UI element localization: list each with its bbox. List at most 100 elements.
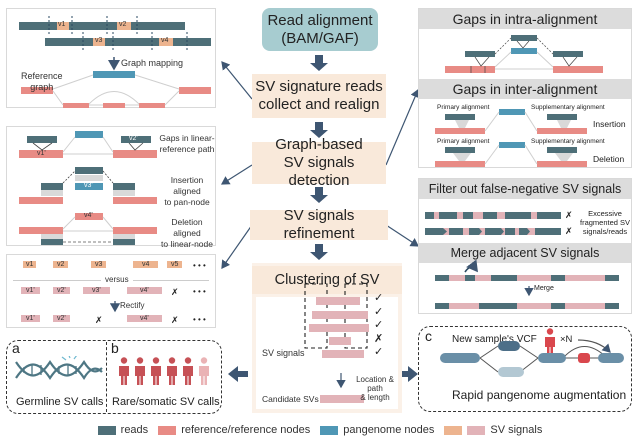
- filter-merge-panel: Filter out false-negative SV signals Mer…: [418, 178, 632, 314]
- dna-icon: [15, 356, 103, 381]
- deletion-label: Deletion: [593, 154, 625, 164]
- flow-arrow-3: [310, 187, 328, 203]
- sv-signals-label: SV signals: [262, 348, 305, 358]
- flow-step-collect-realign: SV signature reads collect and realign: [252, 74, 386, 118]
- read-variant-label: v1: [58, 21, 66, 28]
- collect-line2: collect and realign: [258, 96, 380, 113]
- rare-somatic-sv-calls-label: Rare/somatic SV calls: [112, 396, 220, 408]
- cross-mark: ✗: [95, 315, 103, 325]
- candidate-sv-bar: [320, 395, 364, 403]
- deletion-linear-line1: Deletion aligned: [171, 217, 203, 238]
- insertion-label: Insertion: [593, 119, 626, 129]
- legend-item-reference: reference/reference nodes: [158, 424, 310, 436]
- cross-mark: ✗: [171, 315, 179, 325]
- variant-chip: v4': [127, 315, 162, 322]
- pangenome-augmentation-diagram: [440, 339, 624, 377]
- legend-swatch: [97, 425, 116, 435]
- insertion-pan-line2: to pan-node: [164, 197, 210, 207]
- variant-chip: v4: [133, 261, 159, 268]
- graph-mapping-diagram: [19, 16, 211, 108]
- clustering-panel: Clustering of SV signals SV signals ✓ ✓ …: [252, 263, 402, 413]
- detection-line1: Graph-based: [275, 136, 363, 153]
- legend-label: reference/reference nodes: [181, 424, 311, 436]
- primary-alignment-label: Primary alignment: [437, 138, 490, 145]
- reference-graph-label: Reference graph: [21, 71, 63, 93]
- note-line1: Excessive: [588, 209, 622, 218]
- supplementary-alignment-label: Supplementary alignment: [531, 104, 605, 111]
- variant-chip: v1: [23, 261, 37, 268]
- legend-label: pangenome nodes: [343, 424, 435, 436]
- candidate-svs-label: Candidate SVs: [262, 394, 319, 404]
- cluster-mark: ✓: [374, 292, 384, 304]
- person-icon: [135, 357, 145, 385]
- panel-b-letter: b: [111, 340, 119, 356]
- rectify-label: Rectify: [120, 301, 145, 310]
- variant-label: v4': [84, 212, 93, 219]
- rectify-row-1: v1 v2 v3 v4 v5 • • •: [7, 261, 215, 273]
- legend-swatch: [444, 425, 463, 435]
- cluster-mark: ✓: [374, 346, 384, 358]
- signal-bar: [329, 337, 351, 345]
- merge-arrow-label: Merge: [534, 285, 554, 292]
- rectify-row-3: v1' v2' ✗ v4' ✗ • • •: [7, 315, 215, 327]
- arrow-to-output-c: [398, 366, 418, 382]
- person-icon: [183, 357, 193, 385]
- gaps-linear-label: Gaps in linear- reference path: [159, 133, 215, 155]
- legend-item-sv-signals: SV signals: [444, 424, 542, 436]
- collect-line1: SV signature reads: [255, 78, 383, 95]
- note-line3: signals/reads: [582, 227, 628, 236]
- read-variant-label: v4: [161, 37, 169, 44]
- outputs-ab-box: [6, 340, 222, 414]
- graph-mapping-label: Graph mapping: [121, 58, 184, 68]
- note-line2: fragmented SV: [579, 218, 631, 227]
- location-line2: & length: [360, 393, 390, 402]
- graph-mapping-panel: v1 v2 v3 v4 Graph mapping Reference grap…: [6, 8, 216, 108]
- flow-step-refinement: SV signals refinement: [250, 207, 388, 242]
- deletion-linear-line2: to linear-node: [161, 239, 213, 249]
- person-icon-rare: [199, 357, 209, 385]
- cross-mark: ✗: [171, 287, 179, 297]
- variant-chip: v2: [53, 261, 69, 268]
- merge-title: Merge adjacent SV signals: [419, 243, 631, 263]
- signal-bar: [309, 324, 369, 332]
- panel-a-letter: a: [12, 340, 20, 356]
- person-icon: [545, 328, 555, 356]
- new-sample-vcf-label: New sample's VCF: [452, 334, 537, 345]
- gaps-linear-line1: Gaps in linear-: [159, 133, 215, 143]
- arrow-to-outputs-ab: [228, 366, 248, 382]
- population-icons: [118, 357, 210, 385]
- rectify-row-2: v1' v2' v3' v4' ✗ • • •: [7, 287, 215, 299]
- read-variant-label: v3: [95, 37, 103, 44]
- primary-alignment-label: Primary alignment: [437, 104, 490, 111]
- read-variant-label: v2: [119, 21, 127, 28]
- reference-graph-line1: Reference: [21, 71, 63, 81]
- flow-arrow-1: [310, 55, 328, 71]
- versus-label: versus: [101, 275, 133, 284]
- variant-chip: v3: [91, 261, 107, 268]
- read-alignment-line1: Read alignment: [267, 11, 373, 29]
- location-line1: Location & path: [356, 375, 394, 393]
- multiplier-label: ×N: [560, 334, 573, 345]
- rapid-pangenome-augmentation-label: Rapid pangenome augmentation: [452, 388, 627, 402]
- filter-title: Filter out false-negative SV signals: [419, 179, 631, 199]
- linear-reference-panel: v1' v2' v3' v4' Gaps in linear- referenc…: [6, 126, 216, 249]
- panel-c-letter: c: [425, 328, 432, 344]
- legend-item-reads: reads: [97, 424, 148, 436]
- ellipsis: • • •: [193, 315, 206, 324]
- rectify-arrow: [109, 301, 121, 313]
- refinement-label: SV signals refinement: [283, 207, 355, 242]
- variant-label: v3': [84, 182, 93, 189]
- variant-chip: v4': [127, 287, 162, 294]
- signal-bar: [312, 311, 368, 319]
- variant-chip: v2': [53, 287, 70, 294]
- legend-label: SV signals: [490, 424, 543, 436]
- gaps-linear-line2: reference path: [159, 144, 215, 154]
- cross-mark: ✗: [565, 210, 573, 220]
- connector-to-mapping-panel: [221, 61, 253, 100]
- signal-bar: [316, 297, 360, 305]
- linear-reference-diagram: [19, 131, 157, 245]
- person-icon: [119, 357, 129, 385]
- alignment-gaps-diagram: [435, 35, 603, 167]
- cluster-mark: ✗: [374, 332, 384, 345]
